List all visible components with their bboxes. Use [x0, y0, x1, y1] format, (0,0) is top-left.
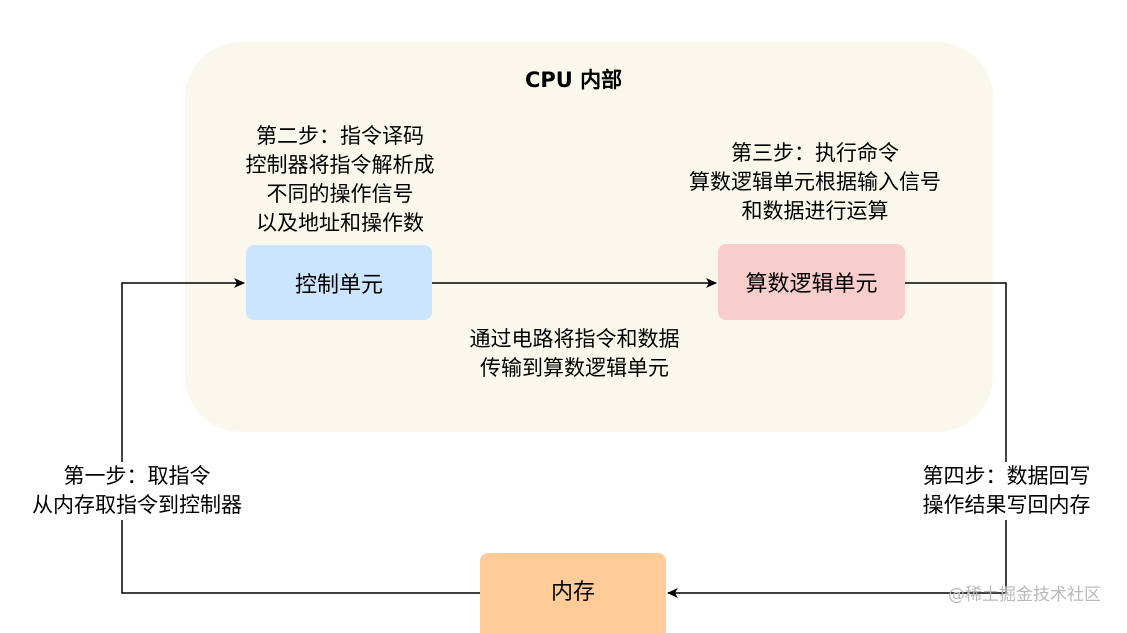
transfer-line-2: 传输到算数逻辑单元 — [480, 356, 669, 380]
watermark: @稀土掘金技术社区 — [948, 585, 1101, 605]
step2-note: 第二步：指令译码 控制器将指令解析成 不同的操作信号 以及地址和操作数 — [220, 122, 460, 238]
step1-line-1: 第一步：取指令 — [63, 464, 211, 488]
memory-label: 内存 — [550, 580, 595, 605]
alu-node: 算数逻辑单元 — [718, 244, 905, 320]
memory-node: 内存 — [480, 553, 666, 633]
step2-line-1: 第二步：指令译码 — [256, 124, 424, 148]
cpu-panel-title: CPU 内部 — [525, 68, 623, 92]
step4-line-1: 第四步：数据回写 — [922, 464, 1091, 488]
step2-line-3: 不同的操作信号 — [266, 182, 414, 206]
control-unit-node: 控制单元 — [246, 245, 432, 320]
control-unit-label: 控制单元 — [294, 272, 383, 298]
step2-line-4: 以及地址和操作数 — [256, 211, 424, 235]
memory-to-control-arrow — [121, 278, 480, 594]
transfer-line-1: 通过电路将指令和数据 — [469, 327, 680, 351]
connector-layer — [121, 278, 1007, 598]
step4-line-2: 操作结果写回内存 — [922, 493, 1091, 517]
step3-line-3: 和数据进行运算 — [741, 199, 889, 223]
alu-label: 算数逻辑单元 — [745, 272, 878, 297]
step4-note: 第四步：数据回写 操作结果写回内存 — [904, 462, 1109, 520]
step3-line-1: 第三步：执行命令 — [731, 141, 899, 165]
cpu-panel: CPU 内部 — [185, 42, 993, 432]
step1-line-2: 从内存取指令到控制器 — [32, 493, 242, 517]
step1-note: 第一步：取指令 从内存取指令到控制器 — [6, 462, 268, 520]
step2-line-2: 控制器将指令解析成 — [245, 153, 435, 177]
transfer-note: 通过电路将指令和数据 传输到算数逻辑单元 — [432, 325, 717, 383]
step3-line-2: 算数逻辑单元根据输入信号 — [689, 170, 941, 194]
step3-note: 第三步：执行命令 算数逻辑单元根据输入信号 和数据进行运算 — [655, 139, 975, 226]
alu-to-memory-arrow — [667, 282, 1007, 598]
